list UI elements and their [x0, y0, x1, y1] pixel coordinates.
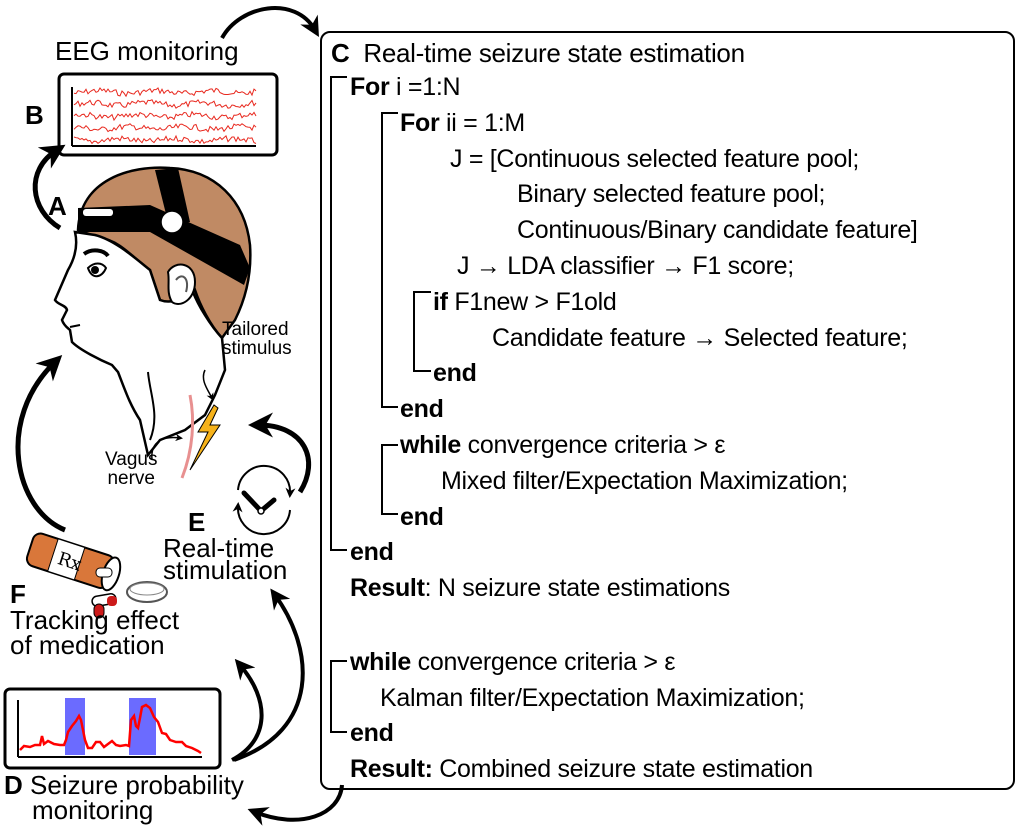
- seizure-probability-line-2: monitoring: [32, 794, 154, 825]
- algorithm-title: C Real-time seizure state estimation: [331, 40, 745, 66]
- j-definition-line-2: Binary selected feature pool;: [517, 180, 826, 208]
- eeg-channel-trace: [73, 87, 257, 98]
- inner-for-line: For ii = 1:M: [400, 111, 525, 136]
- panel-letter-a: A: [48, 191, 67, 221]
- end-if: end: [433, 359, 477, 387]
- if-keyword: if: [433, 288, 448, 316]
- panel-letter-f: F: [10, 579, 26, 609]
- seizure-probability-title: D Seizure probability monitoring: [4, 770, 244, 825]
- flow-arrows: [15, 6, 344, 826]
- result-text: : N seizure state estimations: [424, 574, 731, 602]
- medication-bottle-icon: Rx: [25, 532, 168, 619]
- eeg-channel-trace: [73, 123, 257, 133]
- if-body-line: Candidate feature → Selected feature;: [492, 324, 908, 352]
- algorithm-panel: [320, 31, 1015, 790]
- inner-for-text: ii = 1:M: [439, 109, 525, 137]
- tailored-line-2: stimulus: [222, 338, 292, 359]
- while-keyword: while: [400, 431, 462, 459]
- panel-letter-e: E: [188, 507, 206, 537]
- result-keyword: Result: [350, 574, 425, 602]
- if-line: if F1new > F1old: [433, 288, 617, 316]
- real-time-line-2: stimulation: [163, 555, 288, 586]
- seizure-band-1: [65, 698, 85, 755]
- while-line-1: while convergence criteria > ε: [400, 431, 726, 459]
- result-line-2: Result: Combined seizure state estimatio…: [350, 757, 813, 782]
- result-line-1: Result: N seizure state estimations: [350, 576, 730, 601]
- real-time-stimulation-title: Real-time stimulation: [163, 533, 288, 586]
- for-keyword: For: [350, 73, 390, 101]
- while-body-2: Kalman filter/Expectation Maximization;: [380, 684, 805, 712]
- end-outer-for: end: [350, 538, 394, 566]
- eeg-monitor-box: [57, 72, 279, 157]
- tracking-line-1: Tracking effect: [10, 605, 180, 635]
- tailored-line-1: Tailored: [222, 319, 289, 340]
- vagus-line-2: nerve: [107, 468, 155, 489]
- algorithm-brackets: [330, 76, 431, 733]
- lightning-bolt: [189, 404, 221, 471]
- seizure-probability-trace: [19, 703, 202, 755]
- while-condition: convergence criteria > ε: [461, 431, 726, 459]
- j-definition-line-3: Continuous/Binary candidate feature]: [517, 216, 918, 244]
- for-keyword: For: [400, 109, 440, 137]
- eeg-channel-trace: [73, 99, 257, 109]
- tracking-line-2: of medication: [10, 629, 165, 660]
- if-condition: F1new > F1old: [447, 288, 617, 316]
- while-keyword: while: [350, 648, 412, 676]
- result-text: Combined seizure state estimation: [432, 755, 813, 783]
- head-illustration: [53, 166, 252, 479]
- panel-letter-b: B: [25, 100, 44, 130]
- eeg-channel-trace: [73, 134, 257, 145]
- eeg-channel-trace: [73, 110, 257, 122]
- algorithm-title-text: Real-time seizure state estimation: [363, 38, 745, 68]
- j-definition-line-1: J = [Continuous selected feature pool;: [450, 145, 860, 173]
- real-time-line-1: Real-time: [163, 533, 275, 563]
- outer-for-line: For i =1:N: [350, 73, 461, 101]
- seizure-probability-line-1: Seizure probability: [30, 770, 244, 800]
- eeg-electrode: [160, 210, 184, 234]
- vagus-line-1: Vagus: [105, 449, 158, 470]
- end-while-2: end: [350, 719, 394, 747]
- vagus-nerve: [180, 394, 195, 479]
- vagus-nerve-label: Vagus nerve: [105, 450, 157, 488]
- tailored-stimulus-label: Tailored stimulus: [222, 320, 292, 358]
- result-keyword: Result:: [350, 755, 433, 783]
- clock-cycle-icon: [232, 465, 296, 535]
- outer-for-text: i =1:N: [389, 73, 461, 101]
- end-inner-for: end: [400, 395, 444, 423]
- eeg-monitoring-title: EEG monitoring: [55, 36, 239, 66]
- classifier-line: J → LDA classifier → F1 score;: [457, 252, 794, 280]
- panel-letter-c: C: [331, 38, 350, 68]
- while-body-1: Mixed filter/Expectation Maximization;: [441, 467, 848, 495]
- tracking-medication-title: Tracking effect of medication: [10, 605, 180, 660]
- panel-letter-d: D: [4, 770, 23, 800]
- eeg-traces: [73, 87, 257, 145]
- end-while-1: end: [400, 503, 444, 531]
- seizure-probability-box: [3, 687, 222, 770]
- while-condition: convergence criteria > ε: [411, 648, 676, 676]
- while-line-2: while convergence criteria > ε: [350, 648, 676, 676]
